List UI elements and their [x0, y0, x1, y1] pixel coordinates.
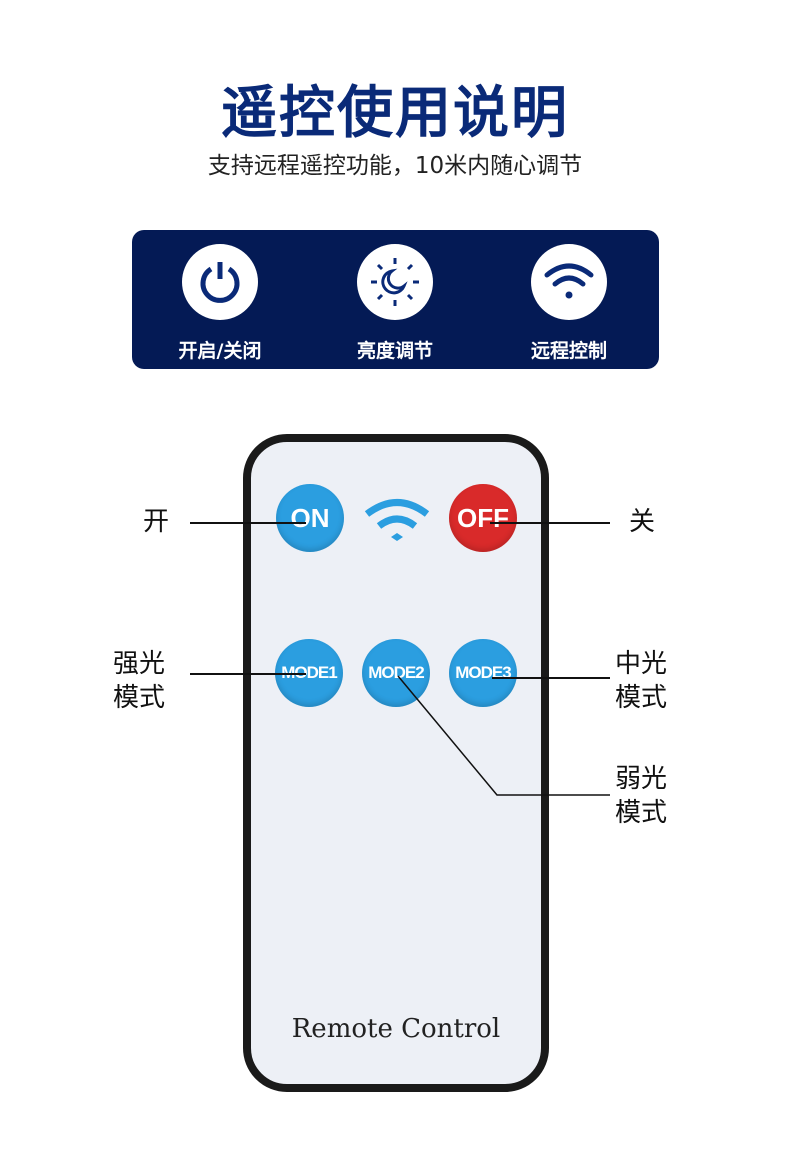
callout-line-mode3 [492, 677, 610, 679]
callout-text: 弱光 [615, 764, 668, 794]
callout-text: 模式 [615, 798, 668, 828]
callout-mode3: 中光模式 [615, 647, 667, 715]
callout-line-on [190, 522, 306, 524]
feature-label: 亮度调节 [356, 340, 433, 362]
feature-power: 开启/关闭 [160, 244, 280, 363]
feature-label: 开启/关闭 [178, 340, 262, 362]
callout-text: 模式 [113, 683, 166, 713]
callout-text: 强光 [113, 649, 166, 679]
brightness-moon-icon [357, 244, 433, 320]
features-panel: 开启/关闭 亮度调节 远程控制 [132, 230, 659, 369]
callout-line-off [490, 522, 610, 524]
feature-label: 远程控制 [530, 340, 607, 362]
callout-on: 开 [143, 507, 170, 537]
remote-label: Remote Control [291, 1014, 501, 1044]
callout-off: 关 [629, 507, 656, 537]
feature-brightness: 亮度调节 [335, 244, 455, 363]
wifi-icon [531, 244, 607, 320]
wifi-icon [364, 495, 430, 547]
page-subtitle: 支持远程遥控功能，10米内随心调节 [207, 153, 583, 179]
on-button[interactable]: ON [276, 484, 344, 552]
page-title: 遥控使用说明 [221, 81, 569, 146]
callout-text: 模式 [615, 683, 668, 713]
callout-line-mode1 [190, 673, 306, 675]
power-icon [182, 244, 258, 320]
feature-remote: 远程控制 [509, 244, 629, 363]
off-button[interactable]: OFF [449, 484, 517, 552]
mode2-button[interactable]: MODE2 [362, 639, 430, 707]
callout-mode2: 弱光模式 [615, 762, 667, 830]
callout-mode1: 强光模式 [113, 647, 165, 715]
callout-text: 中光 [615, 649, 668, 679]
